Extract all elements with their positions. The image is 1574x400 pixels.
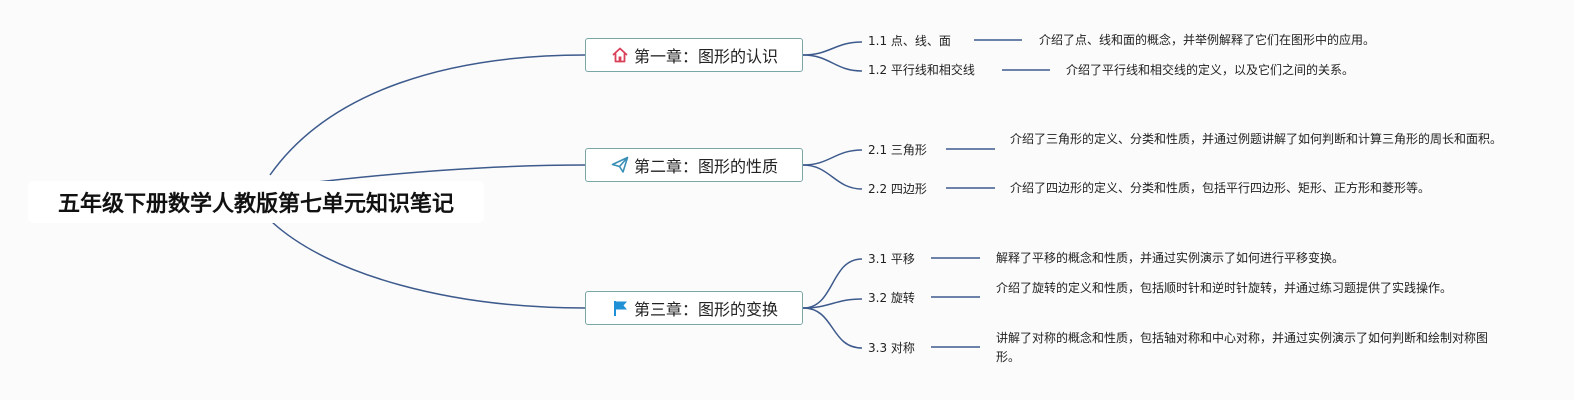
link-ch3-t3	[802, 307, 863, 349]
home-icon	[610, 45, 630, 65]
chapter-2-node[interactable]: 第二章：图形的性质	[585, 148, 803, 182]
chapter-3-node[interactable]: 第三章：图形的变换	[585, 291, 803, 325]
link-ch1-t1	[802, 41, 863, 56]
link-ch3-t2	[802, 298, 863, 309]
topic-3-1-label[interactable]: 3.1 平移	[868, 252, 915, 266]
chapter-1-node[interactable]: 第一章：图形的认识	[585, 38, 803, 72]
topic-3-1-note: 解释了平移的概念和性质，并通过实例演示了如何进行平移变换。	[996, 251, 1345, 265]
topic-2-1-note: 介绍了三角形的定义、分类和性质，并通过例题讲解了如何判断和计算三角形的周长和面积…	[1010, 132, 1503, 146]
chapter-3-title: 第三章：图形的变换	[633, 300, 778, 319]
paper-plane-icon	[610, 155, 630, 175]
link-root-ch2	[299, 164, 586, 185]
flag-icon	[610, 298, 630, 318]
link-root-ch3	[271, 221, 586, 309]
root-topic[interactable]: 五年级下册数学人教版第七单元知识笔记	[28, 181, 484, 223]
link-ch1-t2	[802, 54, 863, 72]
topic-1-1-label[interactable]: 1.1 点、线、面	[868, 34, 951, 48]
topic-3-3-note: 讲解了对称的概念和性质，包括轴对称和中心对称，并通过实例演示了如何判断和绘制对称…	[996, 331, 1489, 364]
topic-3-2-label[interactable]: 3.2 旋转	[868, 291, 915, 305]
topic-2-1-label[interactable]: 2.1 三角形	[868, 143, 927, 157]
topic-3-2-note: 介绍了旋转的定义和性质，包括顺时针和逆时针旋转，并通过练习题提供了实践操作。	[996, 281, 1453, 295]
link-ch2-t2	[802, 164, 863, 190]
root-title: 五年级下册数学人教版第七单元知识笔记	[57, 192, 454, 217]
topic-2-2-label[interactable]: 2.2 四边形	[868, 182, 927, 196]
topic-3-3-label[interactable]: 3.3 对称	[868, 341, 915, 355]
topic-1-2-note: 介绍了平行线和相交线的定义，以及它们之间的关系。	[1066, 63, 1355, 77]
link-ch3-t1	[802, 258, 863, 309]
topic-1-2-label[interactable]: 1.2 平行线和相交线	[868, 63, 975, 77]
topic-2-2-note: 介绍了四边形的定义、分类和性质，包括平行四边形、矩形、正方形和菱形等。	[1010, 181, 1431, 195]
chapter-2-title: 第二章：图形的性质	[633, 157, 778, 176]
chapter-1-title: 第一章：图形的认识	[633, 47, 778, 66]
link-ch2-t1	[802, 149, 863, 166]
link-root-ch1	[269, 54, 586, 176]
topic-1-1-note: 介绍了点、线和面的概念，并举例解释了它们在图形中的应用。	[1039, 33, 1376, 47]
